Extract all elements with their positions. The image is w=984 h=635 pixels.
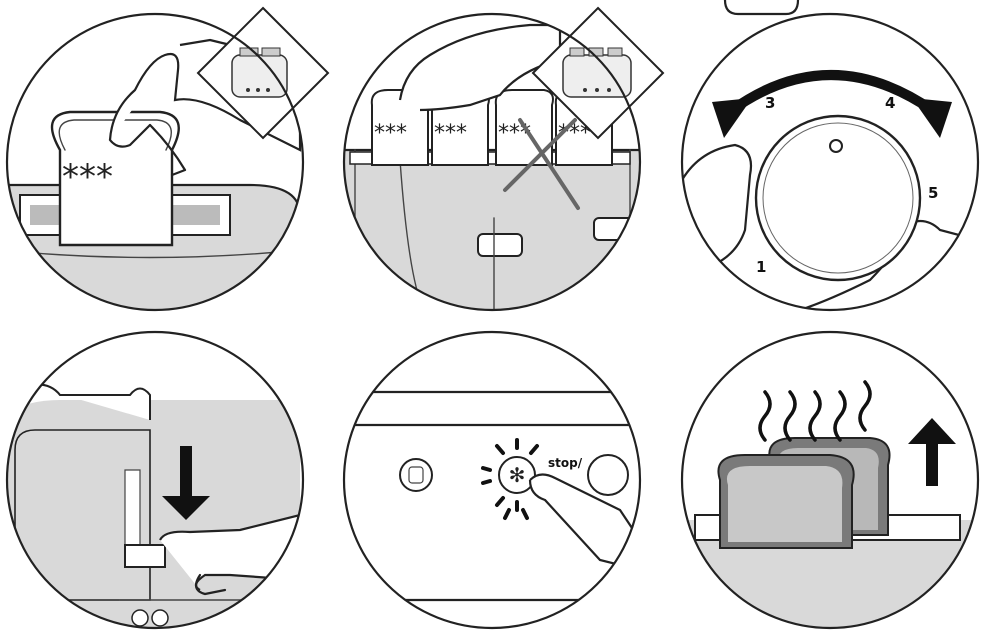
bread-marks-3: *** xyxy=(498,121,531,146)
bread-marks-2: *** xyxy=(434,121,467,146)
dial-level-5: 5 xyxy=(928,184,938,202)
steam-icon xyxy=(760,382,870,440)
partial-button-shape xyxy=(725,0,798,14)
step-3-browning-dial-panel: 3 4 5 1 xyxy=(682,14,978,320)
step-4-press-lever-panel xyxy=(0,332,303,635)
dial-level-1: 1 xyxy=(756,258,766,276)
dial-indicator-icon xyxy=(830,140,842,152)
dial-level-3: 3 xyxy=(765,94,775,112)
step-6-toast-ready-panel xyxy=(682,332,978,635)
stop-button xyxy=(588,455,628,495)
step-5-defrost-button-panel: ✻ stop/ xyxy=(340,332,640,628)
bread-marks-label: *** xyxy=(62,157,113,197)
bread-marks-1: *** xyxy=(374,121,407,146)
reheat-icon xyxy=(409,467,423,483)
dial-level-4: 4 xyxy=(885,94,895,112)
step-2-four-slices-panel: *** *** *** *** xyxy=(344,8,663,320)
stop-label: stop/ xyxy=(548,456,583,470)
step-1-insert-bread-panel: *** xyxy=(0,8,328,320)
turn-arrow-icon xyxy=(732,75,932,110)
snowflake-icon: ✻ xyxy=(509,463,526,487)
